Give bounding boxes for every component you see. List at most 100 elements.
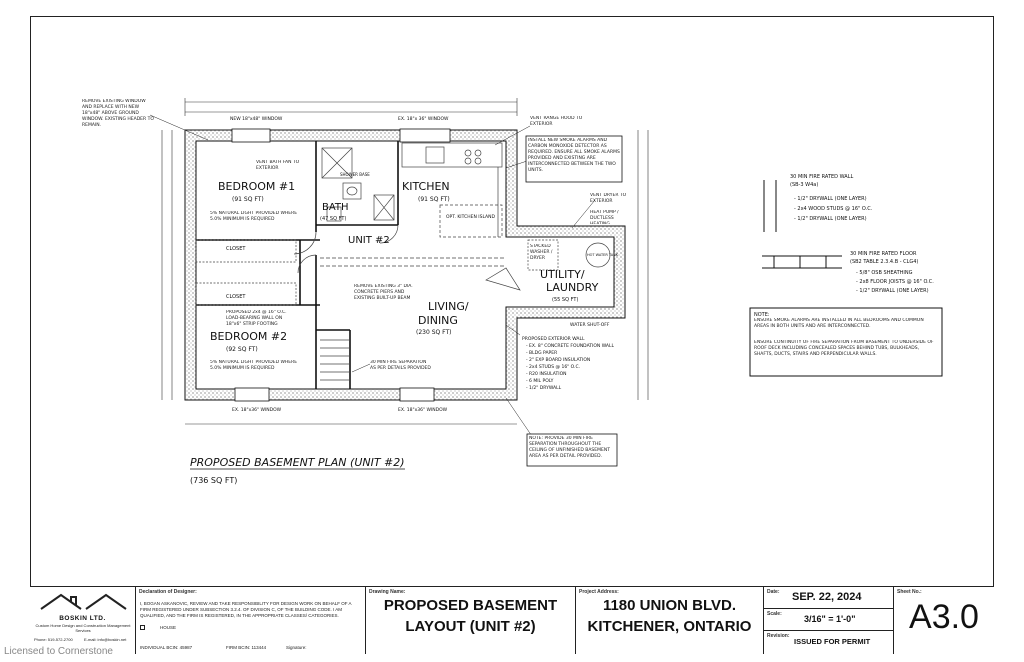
declaration-cell: Declaration of Designer: I, BOGAN ASKANO…	[136, 587, 366, 654]
house-checkbox[interactable]	[140, 625, 145, 630]
unit-label: UNIT #2	[348, 235, 390, 246]
title-block: BOSKIN LTD. Custom Home Design and Const…	[30, 586, 994, 654]
room-label-bedroom-2: BEDROOM #2	[210, 330, 287, 343]
room-label-living: LIVING/	[428, 300, 469, 313]
note-remove-beam: REMOVE EXISTING 3" DIA. CONCRETE PIERS A…	[354, 284, 413, 301]
legend-wall-item-3: - 1/2" DRYWALL (ONE LAYER)	[794, 216, 867, 222]
legend-wall-title: 30 MIN FIRE RATED WALL	[790, 174, 853, 180]
legend-floor-ref: (SB2 TABLE 2.3.4.B - CLG4)	[850, 259, 918, 265]
room-label-bath: BATH	[322, 202, 349, 213]
hot-water-tank-label: HOT WATER TANK	[587, 253, 619, 257]
note-ex-window-bottom-1: EX. 18"x36" WINDOW	[232, 407, 282, 413]
revision-value: ISSUED FOR PERMIT	[794, 637, 871, 646]
sheet-number-cell: Sheet No.: A3.0	[894, 587, 994, 654]
note-fire-separation: 30 MIN FIRE SEPARATION AS PER DETAILS PR…	[370, 360, 431, 371]
exterior-walls	[184, 128, 626, 402]
plan-details	[195, 142, 611, 381]
date-value: SEP. 22, 2024	[792, 591, 862, 603]
company-logo-icon	[40, 593, 127, 610]
license-watermark: Licensed to Cornerstone	[4, 646, 113, 657]
room-label-utility: UTILITY/	[540, 268, 585, 281]
note-bath-fan: VENT BATH FAN TO EXTERIOR	[256, 160, 300, 171]
note-new-window-top: NEW 18"x48" WINDOW	[230, 116, 283, 122]
general-note-line-1: ENSURE SMOKE ALARMS ARE INSTALLED IN ALL…	[754, 318, 924, 329]
note-bearing-wall: PROPOSED 2x4 @ 16" O.C. LOAD-BEARING WAL…	[226, 310, 287, 327]
signature-label: Signature:	[286, 645, 307, 650]
general-note-title: NOTE:	[754, 312, 770, 318]
note-exterior-wall-title: PROPOSED EXTERIOR WALL	[522, 336, 585, 342]
dimension-lines	[161, 98, 649, 425]
general-note-box	[749, 307, 943, 377]
note-shower: SHOWER BASE	[340, 172, 370, 177]
drawing-name-line-2: LAYOUT (UNIT #2)	[405, 618, 536, 635]
note-ex-window-top: EX. 18"x 36" WINDOW	[398, 116, 449, 122]
legend-symbols	[762, 180, 842, 269]
drawing-name-line-1: PROPOSED BASEMENT	[383, 597, 558, 614]
kitchen-island-label: OPT. KITCHEN ISLAND	[446, 214, 495, 220]
note-range-hood: VENT RANGE HOOD TO EXTERIOR	[530, 116, 583, 127]
note-exterior-wall-item-2: - BLDG PAPER	[526, 350, 557, 356]
note-fire-ceiling: NOTE: PROVIDE 30 MIN FIRE SEPARATION THR…	[529, 436, 610, 459]
room-area-bath: (47 SQ FT)	[320, 216, 346, 222]
room-area-bedroom-1: (91 SQ FT)	[232, 196, 264, 203]
room-area-living: (230 SQ FT)	[416, 329, 452, 336]
company-email: E-mail: info@boskin.net	[84, 637, 127, 642]
legend-wall-item-1: - 1/2" DRYWALL (ONE LAYER)	[794, 196, 867, 202]
note-heat-pump: HEAT PUMP / DUCTLESS HEATING	[590, 210, 619, 224]
room-label-bedroom-1: BEDROOM #1	[218, 180, 295, 193]
room-area-kitchen: (91 SQ FT)	[418, 196, 450, 203]
project-address-cell: Project Address: 1180 UNION BLVD. KITCHE…	[576, 587, 764, 654]
note-smoke-alarms: INSTALL NEW SMOKE ALARMS AND CARBON MONO…	[528, 138, 620, 173]
legend-wall-item-2: - 2x4 WOOD STUDS @ 16" O.C.	[794, 206, 873, 212]
plan-area: (736 SQ FT)	[190, 476, 237, 485]
legend-floor-item-3: - 1/2" DRYWALL (ONE LAYER)	[856, 288, 929, 294]
date-scale-revision-cell: Date: SEP. 22, 2024 Scale: 3/16" = 1'-0"…	[764, 587, 894, 654]
room-label-dining: DINING	[418, 314, 458, 327]
declaration-text: I, BOGAN ASKANOVIC, REVIEW AND TAKE RESP…	[140, 601, 352, 618]
company-name: BOSKIN LTD.	[59, 615, 106, 622]
project-address-line-2: KITCHENER, ONTARIO	[587, 618, 752, 635]
individual-bcin: INDIVIDUAL BCIN: 45987	[140, 645, 193, 650]
plan-title: PROPOSED BASEMENT PLAN (UNIT #2)	[190, 456, 405, 469]
note-exterior-wall-item-1: - EX. 8" CONCRETE FOUNDATION WALL	[526, 343, 614, 349]
drawing-name-label: Drawing Name:	[369, 589, 406, 595]
scale-value: 3/16" = 1'-0"	[804, 614, 856, 624]
note-exterior-wall-item-5: - R20 INSULATION	[526, 371, 567, 377]
note-exterior-wall-item-3: - 2" EXP BOARD INSULATION	[526, 357, 590, 363]
date-label: Date:	[767, 589, 780, 595]
project-address-label: Project Address:	[579, 589, 619, 595]
room-label-kitchen: KITCHEN	[402, 180, 450, 193]
closet-label-2: CLOSET	[226, 294, 246, 300]
legend-floor-title: 30 MIN FIRE RATED FLOOR	[850, 251, 917, 257]
note-stacked-washer: STACKED WASHER / DRYER	[530, 244, 553, 261]
company-cell: BOSKIN LTD. Custom Home Design and Const…	[30, 587, 136, 654]
closet-label-1: CLOSET	[226, 246, 246, 252]
room-label-laundry: LAUNDRY	[546, 281, 599, 294]
note-remove-window: REMOVE EXISTING WINDOW AND REPLACE WITH …	[82, 99, 154, 127]
drawing-name-cell: Drawing Name: PROPOSED BASEMENT LAYOUT (…	[366, 587, 576, 654]
revision-label: Revision:	[767, 633, 790, 639]
legend-wall-ref: (SB-3 W4a)	[790, 182, 818, 188]
note-ex-window-bottom-2: EX. 18"x36" WINDOW	[398, 407, 448, 413]
declaration-label: Declaration of Designer:	[139, 589, 197, 595]
room-area-utility: (55 SQ FT)	[552, 297, 578, 303]
legend-floor-item-2: - 2x8 FLOOR JOISTS @ 16" O.C.	[856, 279, 934, 285]
company-phone: Phone: 519-572-2700	[34, 637, 73, 642]
legend-floor-item-1: - 5/8" OSB SHEATHING	[856, 270, 913, 276]
firm-bcin: FIRM BCIN: 113444	[226, 645, 267, 650]
room-area-bedroom-2: (92 SQ FT)	[226, 346, 258, 353]
sheet-number-value: A3.0	[909, 598, 979, 636]
note-exterior-wall-item-6: - 6 MIL POLY	[526, 378, 554, 384]
note-exterior-wall-item-7: - 1/2" DRYWALL	[526, 385, 562, 391]
smoke-alarm-note-box	[525, 135, 623, 183]
note-dryer: VENT DRYER TO EXTERIOR	[590, 193, 627, 204]
note-light-bedroom-2: 5% NATURAL LIGHT PROVIDED WHERE 5.0% MIN…	[210, 360, 298, 371]
project-address-line-1: 1180 UNION BLVD.	[602, 597, 737, 614]
fire-ceiling-note-box	[526, 433, 618, 467]
scale-label: Scale:	[767, 611, 782, 617]
note-exterior-wall-item-4: - 2x4 STUDS @ 16" O.C.	[526, 364, 580, 370]
company-subtitle: Custom Home Design and Construction Mana…	[35, 623, 131, 633]
sheet-number-label: Sheet No.:	[897, 589, 922, 595]
house-label: HOUSE	[160, 625, 177, 630]
